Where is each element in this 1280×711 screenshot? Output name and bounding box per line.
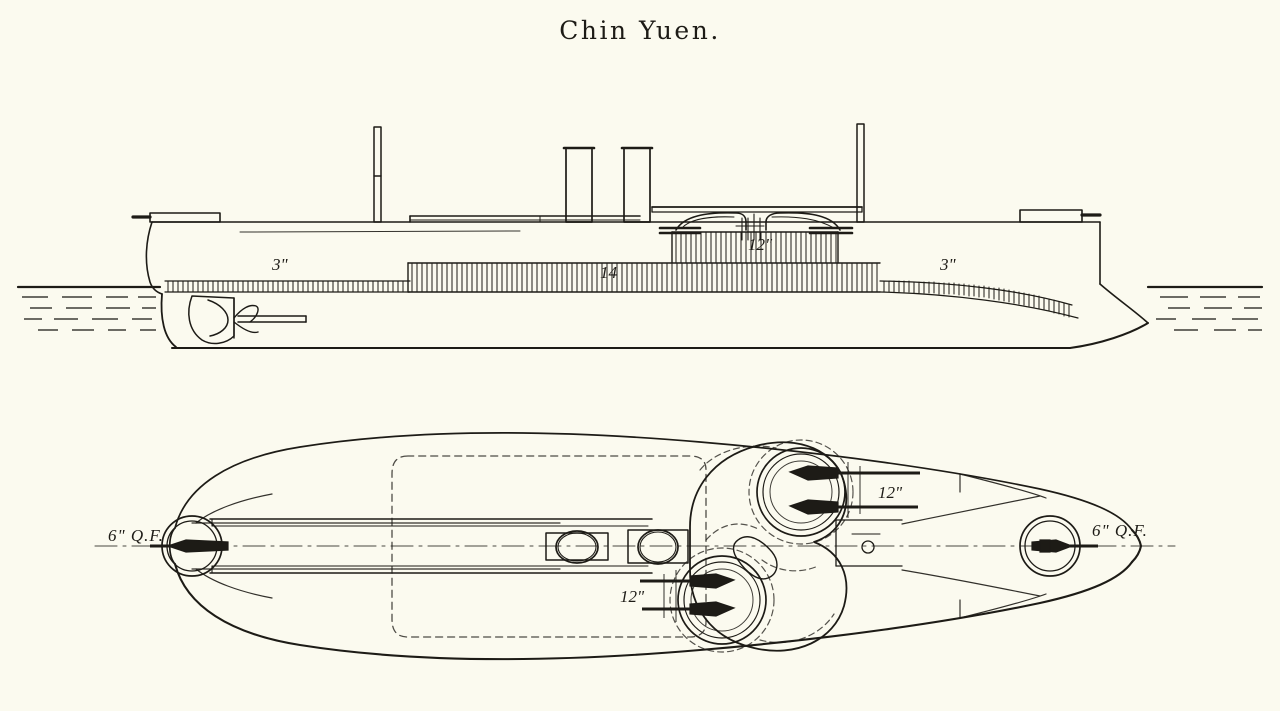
gun-label-qf-bow: 6" Q.F.	[1092, 521, 1148, 540]
flying-bridge	[651, 206, 863, 213]
forecastle-plating	[901, 473, 1047, 619]
armour-belt-forward	[879, 280, 1079, 319]
barbette-ring-after	[677, 555, 767, 645]
armour-citadel-outline	[391, 455, 707, 638]
armour-label-belt-main: 14	[600, 263, 618, 282]
armour-label-belt-aft: 3"	[271, 255, 289, 274]
bridge-plating	[835, 519, 903, 567]
mast-fore	[856, 123, 865, 223]
gun-barbette-forward-pair	[788, 465, 920, 515]
deckhouse-plan	[209, 518, 653, 574]
barbette-ring-forward	[756, 447, 846, 537]
gun-label-qf-stern: 6" Q.F.	[108, 526, 164, 545]
gun-qf-stern	[150, 539, 229, 553]
mast-aft	[373, 126, 382, 223]
propeller-shaft	[237, 315, 307, 323]
funnel-after	[562, 146, 596, 223]
funnel-uptake-forward	[627, 529, 689, 565]
barbette-hood-after	[675, 212, 747, 231]
water-hatching	[22, 296, 1262, 331]
funnel-uptake-after	[545, 530, 609, 564]
hull-plan-outline	[168, 431, 1143, 661]
gun-label-barbette-forward: 12"	[878, 483, 903, 502]
deck-sheer-line	[239, 230, 521, 233]
gun-label-barbette-after: 12"	[620, 587, 645, 606]
armour-label-barbette: 12"	[748, 235, 773, 254]
gun-train-lines	[663, 462, 861, 622]
funnel-forward	[620, 146, 654, 223]
quarterdeck-plating	[195, 493, 273, 599]
stern-deckhouse	[131, 212, 221, 223]
gun-barbette-after-pair	[640, 573, 736, 617]
bow-deckhouse	[1019, 209, 1102, 223]
after-deckhouse	[409, 215, 641, 223]
armour-belt-main	[407, 262, 881, 293]
armour-label-belt-forward: 3"	[939, 255, 957, 274]
boat-skid	[732, 536, 778, 580]
deck-edge-inner	[191, 522, 561, 570]
gun-barrels-elevation	[658, 226, 854, 235]
barbette-hood-forward	[765, 212, 841, 231]
turret-dashed-outlines	[669, 439, 854, 653]
gun-qf-bow	[1031, 539, 1098, 553]
gun-mount-detail	[735, 213, 765, 241]
armour-belt-aft	[164, 280, 411, 293]
page-title: Chin Yuen.	[559, 16, 721, 45]
